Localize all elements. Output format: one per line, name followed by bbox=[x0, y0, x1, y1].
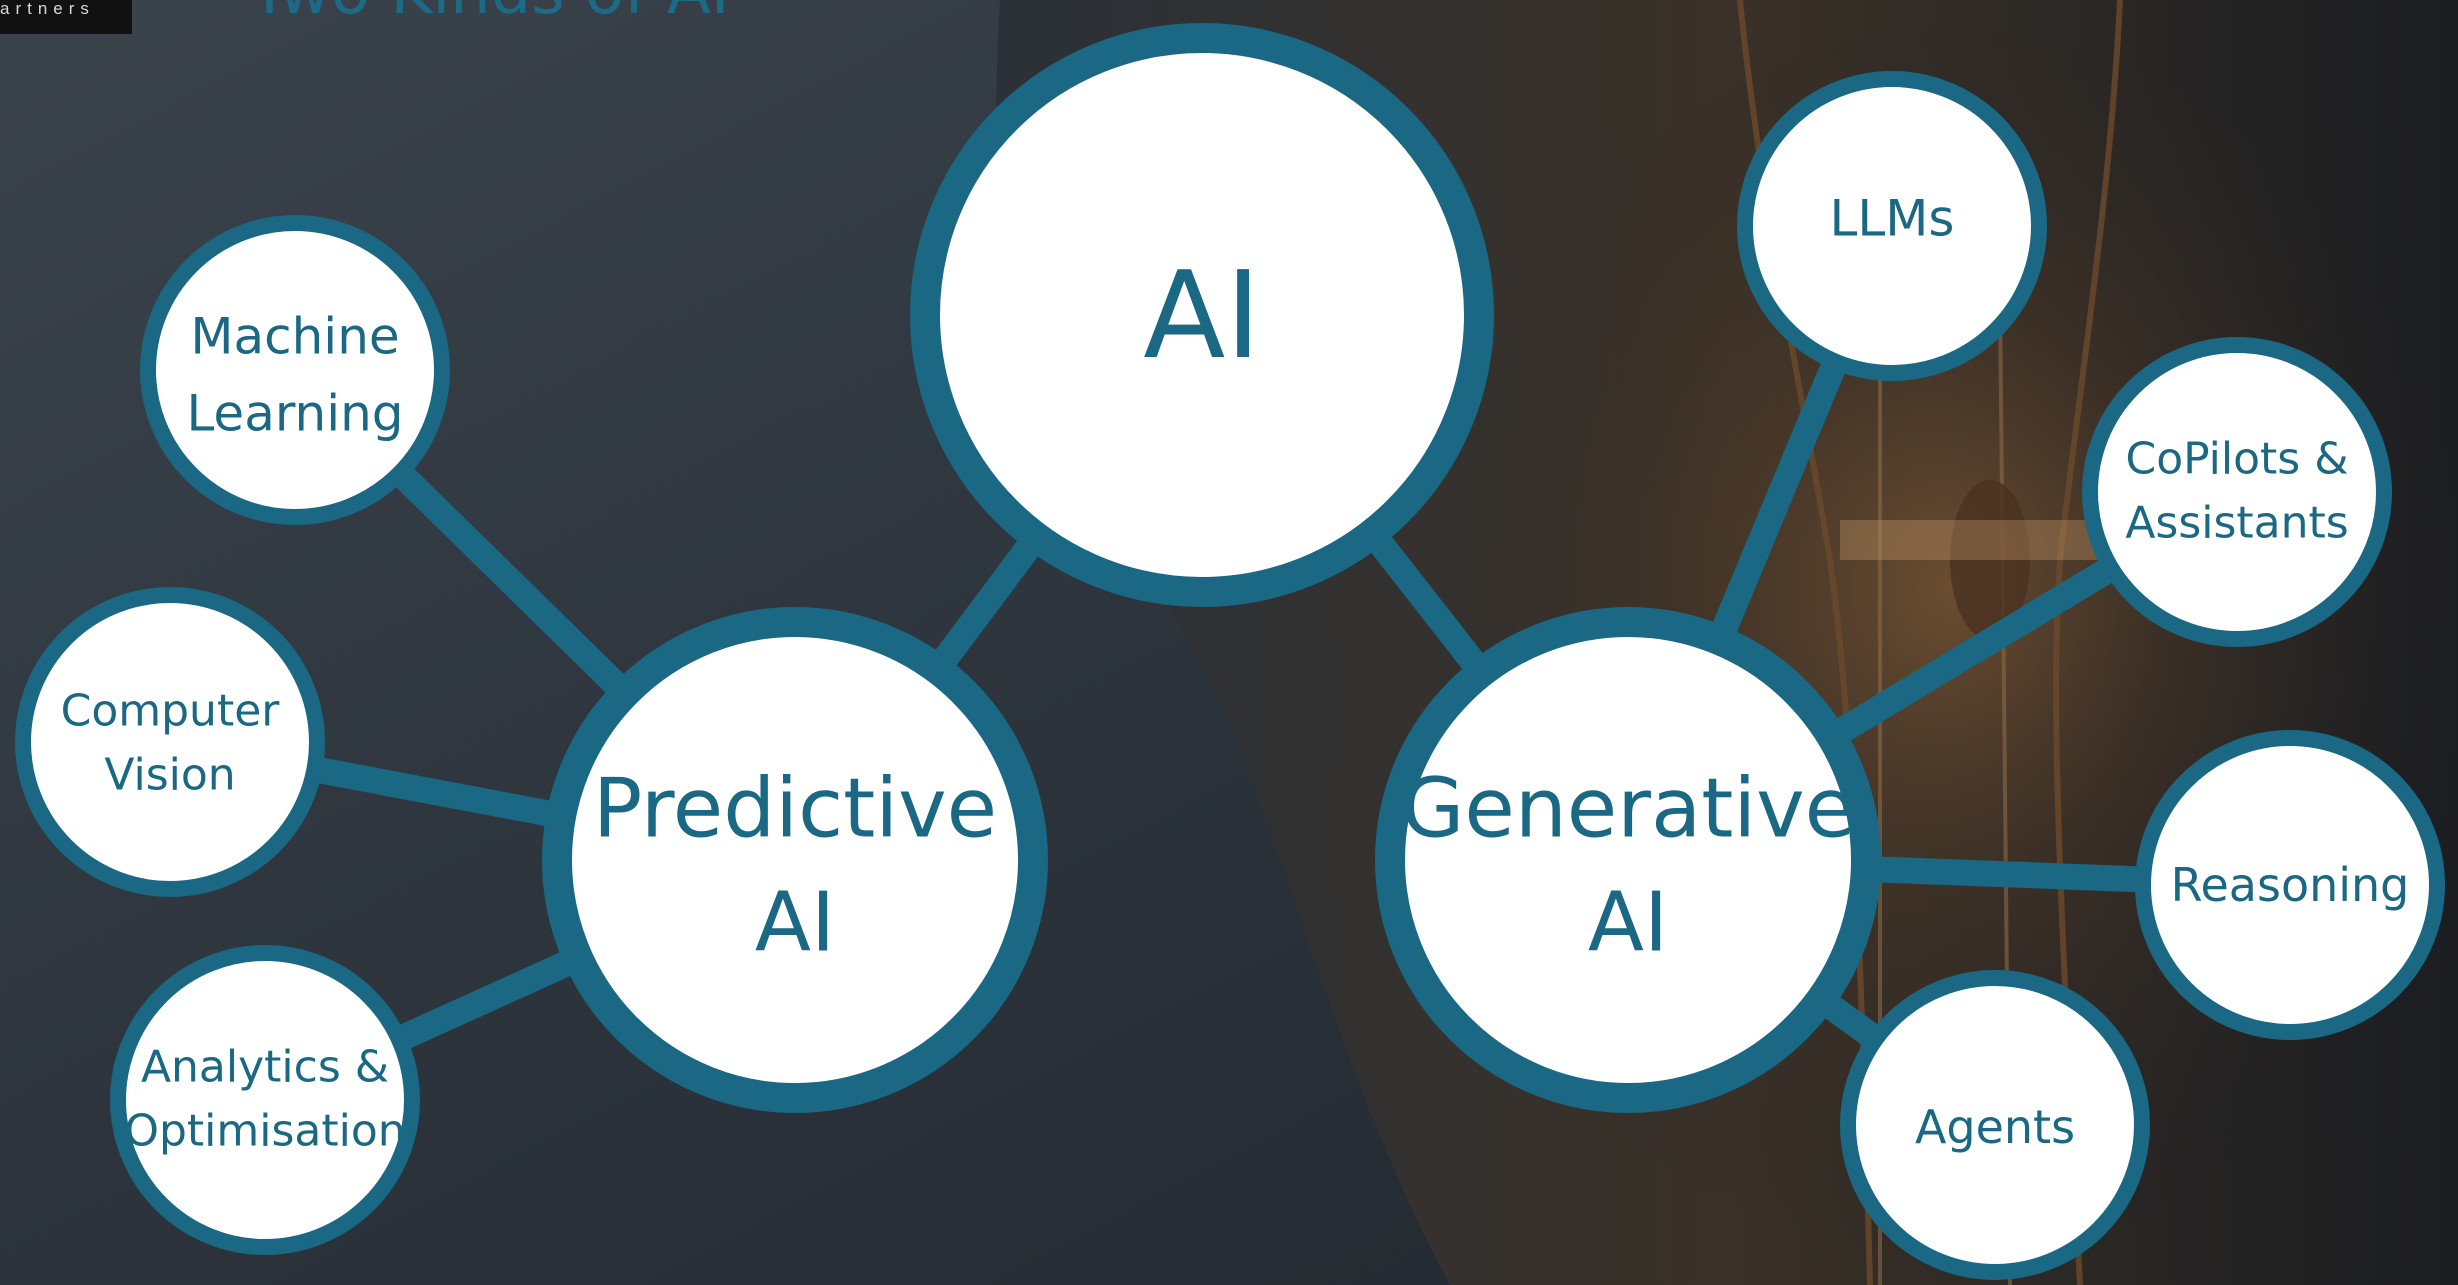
node-label-agents-line-1: Agents bbox=[1915, 1100, 2075, 1154]
node-agents: Agents bbox=[1840, 970, 2150, 1280]
node-copilots: CoPilots & Assistants bbox=[2082, 337, 2392, 647]
node-label-ai-line-1: AI bbox=[1143, 247, 1260, 386]
node-llms: LLMs bbox=[1737, 71, 2047, 381]
node-label-machine-learning-line-1: Machine bbox=[190, 308, 399, 366]
diagram-nodes: AIPredictiveAIGenerativeAIMachineLearnin… bbox=[15, 23, 2445, 1280]
node-circle-generative bbox=[1375, 607, 1881, 1113]
node-reasoning: Reasoning bbox=[2135, 730, 2445, 1040]
node-label-machine-learning-line-2: Learning bbox=[186, 385, 403, 443]
node-label-analytics-line-2: Optimisation bbox=[124, 1105, 405, 1156]
node-circle-ai bbox=[910, 23, 1494, 607]
node-label-reasoning-line-1: Reasoning bbox=[2171, 858, 2410, 912]
node-label-analytics-line-1: Analytics & bbox=[141, 1041, 389, 1092]
node-circle-copilots bbox=[2082, 337, 2392, 647]
node-circle-machine-learning bbox=[140, 215, 450, 525]
node-ai: AI bbox=[910, 23, 1494, 607]
node-label-predictive-line-2: AI bbox=[755, 876, 835, 971]
node-label-computer-vision-line-2: Vision bbox=[104, 749, 235, 800]
node-circle-predictive bbox=[542, 607, 1048, 1113]
node-label-generative-line-2: AI bbox=[1588, 876, 1668, 971]
node-label-generative-line-1: Generative bbox=[1401, 762, 1855, 857]
node-circle-analytics bbox=[110, 945, 420, 1255]
slide-title: Two Kinds of AI bbox=[250, 0, 730, 24]
node-circle-agents bbox=[1840, 970, 2150, 1280]
node-label-copilots-line-1: CoPilots & bbox=[2125, 433, 2348, 484]
node-analytics: Analytics & Optimisation bbox=[110, 945, 420, 1255]
node-label-predictive-line-1: Predictive bbox=[593, 762, 997, 857]
node-label-computer-vision-line-1: Computer bbox=[61, 685, 281, 736]
node-circle-reasoning bbox=[2135, 730, 2445, 1040]
node-label-copilots-line-2: Assistants bbox=[2125, 497, 2348, 548]
node-circle-computer-vision bbox=[15, 587, 325, 897]
company-logo: artners bbox=[0, 0, 132, 34]
node-label-llms-line-1: LLMs bbox=[1830, 190, 1955, 248]
node-circle-llms bbox=[1737, 71, 2047, 381]
logo-text: artners bbox=[0, 0, 95, 18]
